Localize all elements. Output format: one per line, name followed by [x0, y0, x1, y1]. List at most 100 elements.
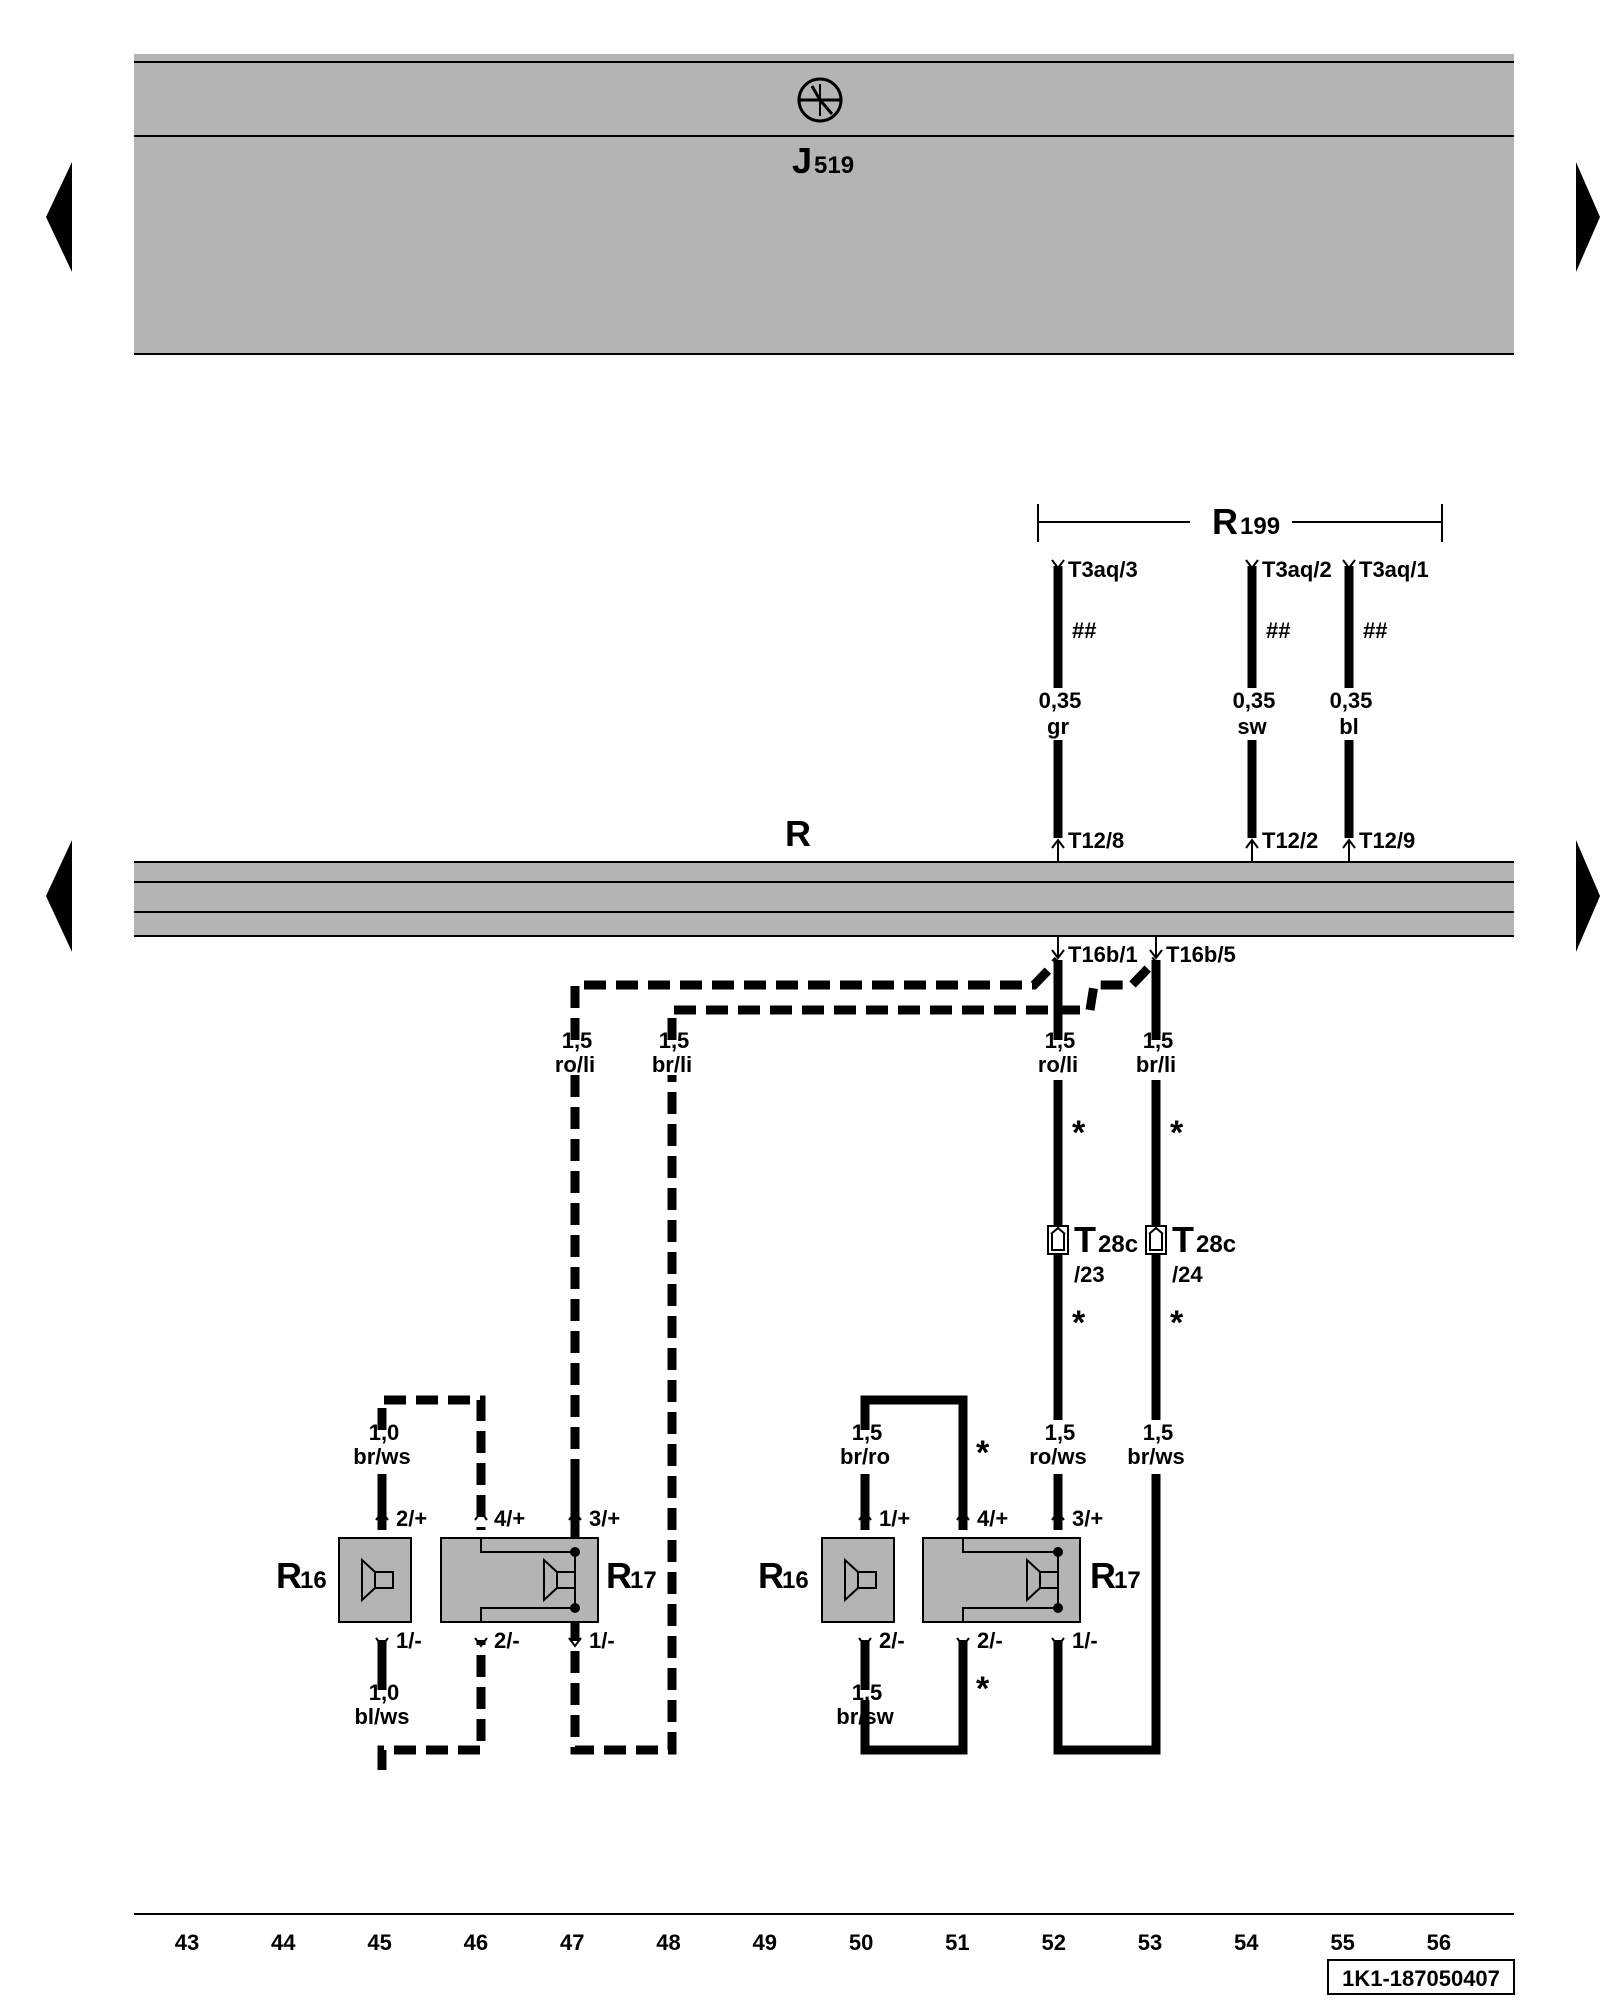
triangle-right-icon[interactable]	[1576, 840, 1600, 952]
speaker-r16-sub: 16	[782, 1567, 809, 1594]
pin-label: 3/+	[589, 1506, 620, 1531]
speaker-r16-label: R	[758, 1555, 784, 1596]
pin-label: 1/-	[589, 1628, 615, 1653]
color-label: ro/ws	[1029, 1444, 1086, 1469]
color-label: bl	[1339, 714, 1359, 739]
module-r-body	[134, 862, 1514, 936]
marker-asterisk: *	[976, 1434, 990, 1472]
right-speaker-group: 1,5 br/ro 1,5 br/sw * * R 16 1/+ 2/- R 1…	[758, 1420, 1141, 1729]
color-label: ro/li	[1038, 1052, 1078, 1077]
gauge-label: 1,0	[369, 1420, 400, 1445]
track-number: 51	[945, 1930, 969, 1955]
marker-asterisk: *	[1170, 1304, 1184, 1342]
gauge-label: 0,35	[1039, 688, 1082, 713]
gauge-label: 1,5	[852, 1420, 883, 1445]
connector-sub: 28c	[1098, 1231, 1138, 1258]
connector-t28c-23: T 28c /23	[1047, 1219, 1138, 1287]
track-number: 49	[753, 1930, 777, 1955]
module-j519-sub: 519	[814, 152, 854, 179]
speaker-r17-sub: 17	[630, 1567, 657, 1594]
color-label: gr	[1047, 714, 1069, 739]
track-number: 48	[656, 1930, 680, 1955]
r199-pin-markers	[1051, 559, 1356, 862]
track-number: 52	[1041, 1930, 1065, 1955]
diagram-id: 1K1-187050407	[1342, 1966, 1500, 1991]
connector-label: T	[1074, 1219, 1096, 1260]
marker-asterisk: *	[1072, 1304, 1086, 1342]
color-label: br/sw	[836, 1704, 894, 1729]
connector-t28c-24: T 28c /24	[1145, 1219, 1236, 1287]
pin-t3aq-2: T3aq/2	[1262, 557, 1332, 582]
pin-t3aq-1: T3aq/1	[1359, 557, 1429, 582]
marker-hash: ##	[1072, 618, 1096, 643]
pin-label: 4/+	[494, 1506, 525, 1531]
gauge-label: 1,5	[1143, 1420, 1174, 1445]
speaker-r16-label: R	[276, 1555, 302, 1596]
marker-asterisk: *	[1170, 1114, 1184, 1152]
speaker-r17-label: R	[606, 1555, 632, 1596]
pin-t16b-5: T16b/5	[1166, 942, 1236, 967]
track-number: 55	[1330, 1930, 1354, 1955]
speaker-icon	[844, 1557, 877, 1603]
gauge-label: 0,35	[1330, 688, 1373, 713]
pin-t16b-1: T16b/1	[1068, 942, 1138, 967]
marker-hash: ##	[1266, 618, 1290, 643]
r-bottom-pin-markers	[1051, 936, 1163, 960]
track-number: 54	[1234, 1930, 1259, 1955]
gauge-label: 1,5	[659, 1028, 690, 1053]
pin-label: 2/-	[494, 1628, 520, 1653]
solid-wires	[377, 960, 1161, 1755]
marker-hash: ##	[1363, 618, 1387, 643]
marker-asterisk: *	[976, 1670, 990, 1708]
gauge-label: 1,5	[1045, 1420, 1076, 1445]
gauge-label: 0,35	[1233, 688, 1276, 713]
r199-bracket: R 199	[1037, 501, 1443, 542]
pin-label: 2/-	[977, 1628, 1003, 1653]
gauge-label: 1,5	[852, 1680, 883, 1705]
color-label: br/ws	[353, 1444, 410, 1469]
triangle-right-icon[interactable]	[1576, 162, 1600, 272]
pin-label: 3/+	[1072, 1506, 1103, 1531]
r199-label: R	[1212, 501, 1238, 542]
marker-asterisk: *	[1072, 1114, 1086, 1152]
gauge-label: 1,0	[369, 1680, 400, 1705]
gauge-label: 1,5	[562, 1028, 593, 1053]
module-r-label: R	[785, 813, 811, 854]
color-label: ro/li	[555, 1052, 595, 1077]
connector-pin: /23	[1074, 1262, 1105, 1287]
color-label: br/li	[1136, 1052, 1176, 1077]
gauge-label: 1,5	[1143, 1028, 1174, 1053]
color-label: br/ws	[1127, 1444, 1184, 1469]
track-number: 43	[175, 1930, 199, 1955]
speaker-icon	[480, 1538, 576, 1622]
track-number: 50	[849, 1930, 873, 1955]
pin-t12-9: T12/9	[1359, 828, 1415, 853]
speaker-r16-sub: 16	[300, 1567, 327, 1594]
track-number: 56	[1427, 1930, 1451, 1955]
track-number: 47	[560, 1930, 584, 1955]
pin-label: 1/-	[396, 1628, 422, 1653]
electronic-module-icon	[797, 77, 843, 123]
track-number: 44	[271, 1930, 296, 1955]
pin-label: 4/+	[977, 1506, 1008, 1531]
speaker-r17-sub: 17	[1114, 1567, 1141, 1594]
r199-sub: 199	[1240, 513, 1280, 540]
diagram-id-box: 1K1-187050407	[1327, 1959, 1515, 1995]
pin-label: 2/+	[396, 1506, 427, 1531]
pin-label: 1/+	[879, 1506, 910, 1531]
pin-label: 2/-	[879, 1628, 905, 1653]
track-number: 53	[1138, 1930, 1162, 1955]
pin-t3aq-3: T3aq/3	[1068, 557, 1138, 582]
pin-t12-2: T12/2	[1262, 828, 1318, 853]
dashed-wires	[377, 956, 1160, 1770]
track-number: 46	[464, 1930, 488, 1955]
triangle-left-icon[interactable]	[46, 162, 72, 272]
speaker-r17-label: R	[1090, 1555, 1116, 1596]
color-label: br/ro	[840, 1444, 890, 1469]
speaker-icon	[962, 1538, 1059, 1622]
pin-t12-8: T12/8	[1068, 828, 1124, 853]
triangle-left-icon[interactable]	[46, 840, 72, 952]
left-speaker-group: 1,0 br/ws 1,0 bl/ws R 16 2/+ 1/- R 17 4/…	[276, 1420, 657, 1729]
connector-sub: 28c	[1196, 1231, 1236, 1258]
